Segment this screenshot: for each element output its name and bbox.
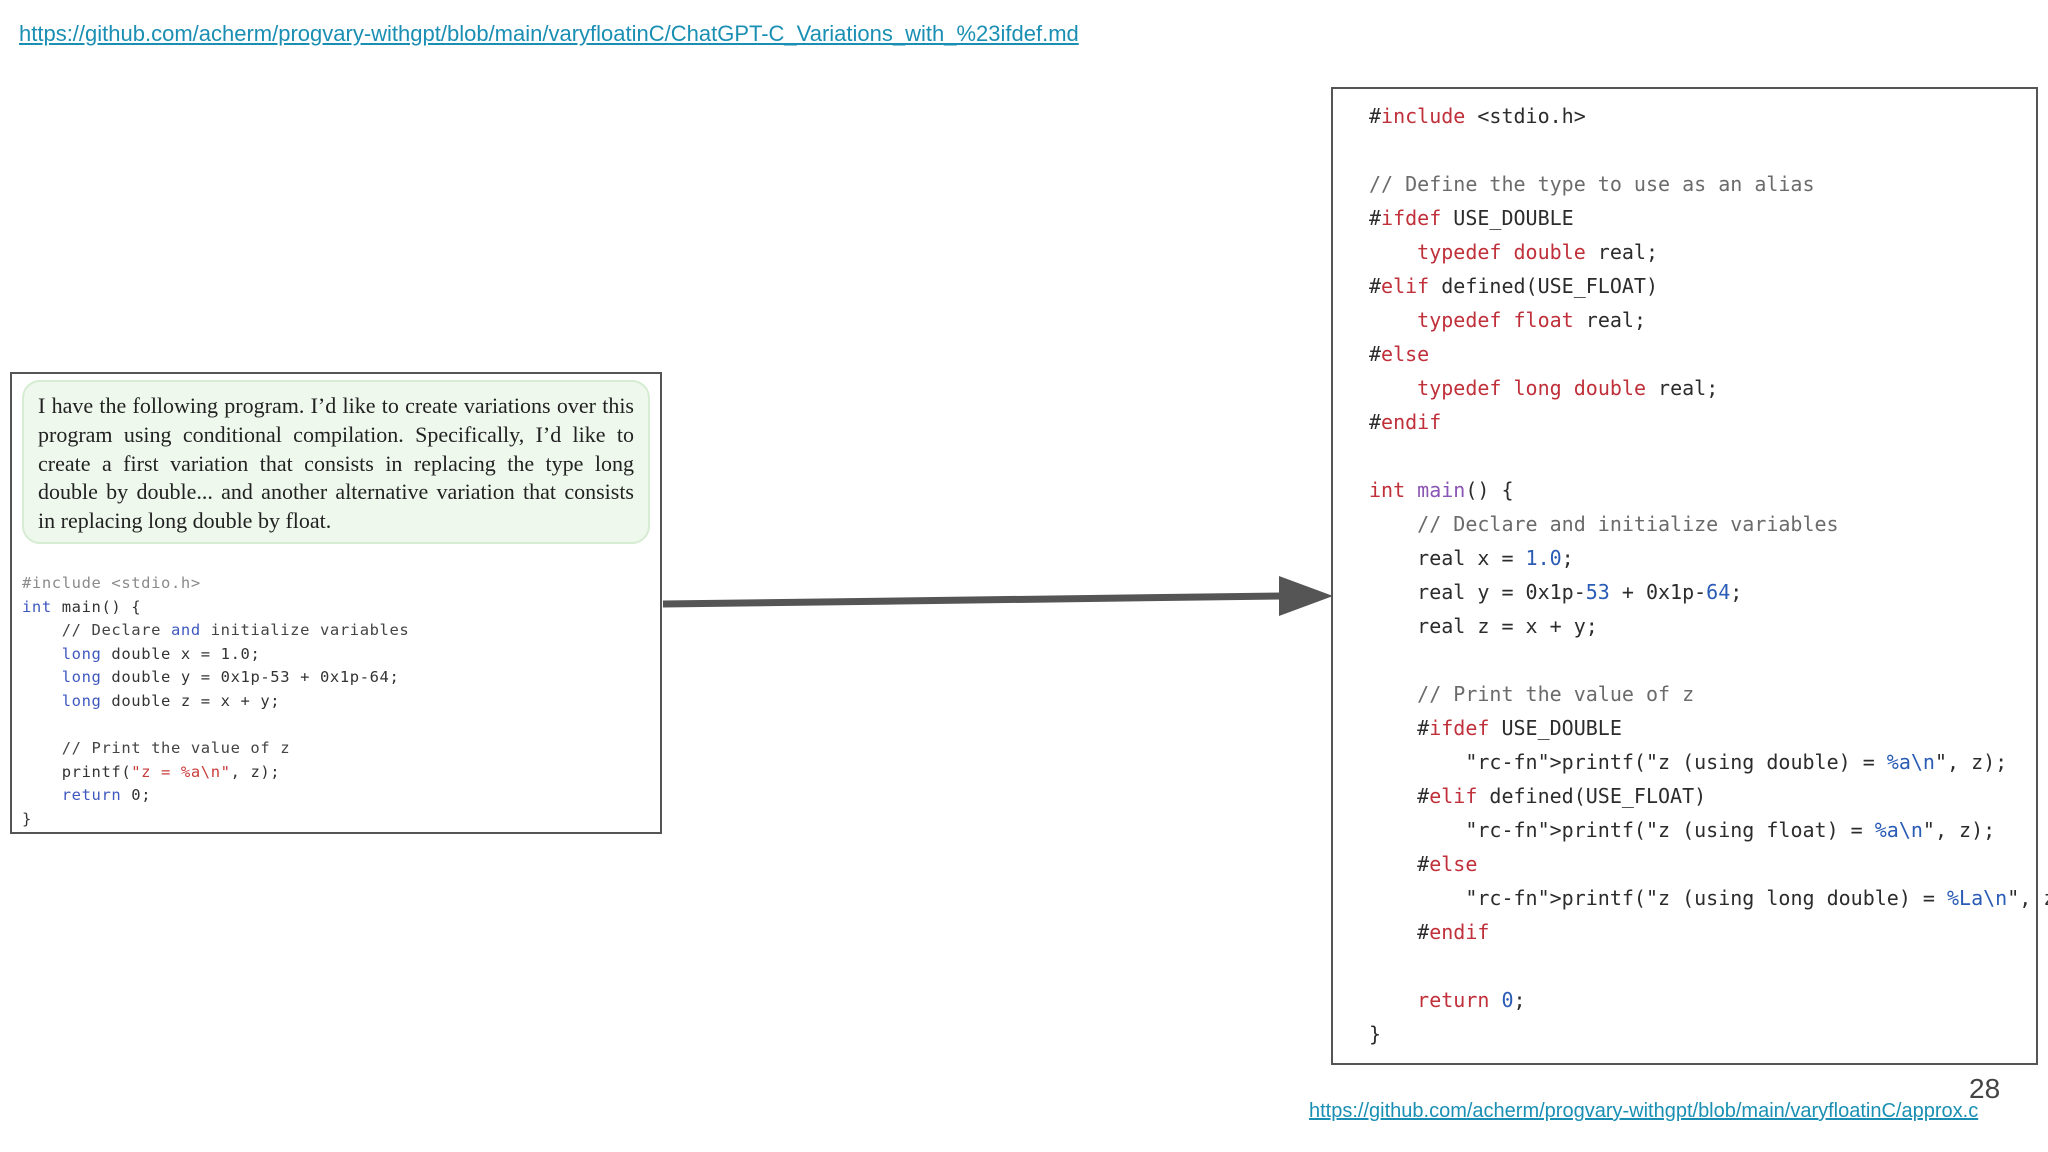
variation-code-line: } [1369, 1022, 1382, 1046]
variation-code-line: return 0; [1417, 988, 1526, 1012]
variation-code-line: #endif [1369, 410, 1442, 434]
variation-code-line: typedef double real; [1417, 240, 1659, 264]
variation-code-line: "rc-fn">printf("z (using long double) = … [1465, 886, 2048, 910]
prompt-text: I have the following program. I’d like t… [38, 393, 634, 534]
variation-code-line: typedef long double real; [1417, 376, 1719, 400]
original-code-line: int main() { [22, 597, 142, 616]
variation-code-line: #else [1369, 852, 1478, 876]
variation-code-line: "rc-fn">printf("z (using double) = %a\n"… [1465, 750, 2008, 774]
original-code-line: // Print the value of z [22, 739, 291, 758]
variation-code-line: #endif [1369, 920, 1490, 944]
variation-code-block: #include <stdio.h> ​ // Define the type to… [1369, 99, 2048, 1051]
variation-code-line: #else [1369, 342, 1430, 366]
source-link-bottom[interactable]: https://github.com/acherm/progvary-withg… [1309, 1100, 1979, 1122]
original-code-line: ​ [22, 714, 409, 738]
variation-code-line: #ifdef USE_DOUBLE [1369, 716, 1622, 740]
variation-code-line: typedef float real; [1417, 308, 1646, 332]
original-code-line: // Declare and initialize variables [22, 621, 410, 640]
variation-code-line: real z = x + y; [1369, 614, 1598, 638]
variation-code-line: ​ [1369, 643, 2048, 677]
variation-code-line: #elif defined(USE_FLOAT) [1369, 784, 1707, 808]
original-code-line: long double y = 0x1p-53 + 0x1p-64; [61, 668, 400, 687]
variation-code-line: ​ [1369, 439, 2048, 473]
variation-code-line: // Define the type to use as an alias [1369, 172, 1815, 196]
variation-code-line: "rc-fn">printf("z (using float) = %a\n",… [1465, 818, 1996, 842]
variation-code-line: int main() { [1369, 478, 1514, 502]
variation-code-line: ​ [1369, 133, 2048, 167]
prompt-panel: I have the following program. I’d like t… [10, 372, 662, 834]
original-code-line: long double z = x + y; [61, 691, 281, 710]
variation-code-line: real y = 0x1p-53 + 0x1p-64; [1369, 580, 1743, 604]
original-code-block: #include <stdio.h> int main() { // Declar… [22, 572, 409, 832]
variation-code-line: ​ [1369, 949, 2048, 983]
prompt-bubble: I have the following program. I’d like t… [22, 380, 650, 544]
original-code-line: long double x = 1.0; [61, 644, 261, 663]
original-code-line: } [22, 809, 32, 828]
original-code-line: return 0; [61, 786, 152, 805]
variation-code-panel: #include <stdio.h> ​ // Define the type to… [1331, 87, 2048, 1065]
source-link-top[interactable]: https://github.com/acherm/progvary-withg… [19, 21, 1079, 46]
variation-code-line: real x = 1.0; [1369, 546, 1574, 570]
variation-code-line: // Print the value of z [1369, 682, 1695, 706]
variation-code-line: #elif defined(USE_FLOAT) [1369, 274, 1658, 298]
variation-code-line: // Declare and initialize variables [1369, 512, 1839, 536]
original-code-line: printf("z = %a\n", z); [22, 762, 281, 781]
variation-code-line: #ifdef USE_DOUBLE [1369, 206, 1574, 230]
page-number: 28 [1969, 1073, 2001, 1104]
variation-code-line: #include <stdio.h> [1369, 104, 1586, 128]
original-code-line: #include <stdio.h> [22, 574, 201, 592]
